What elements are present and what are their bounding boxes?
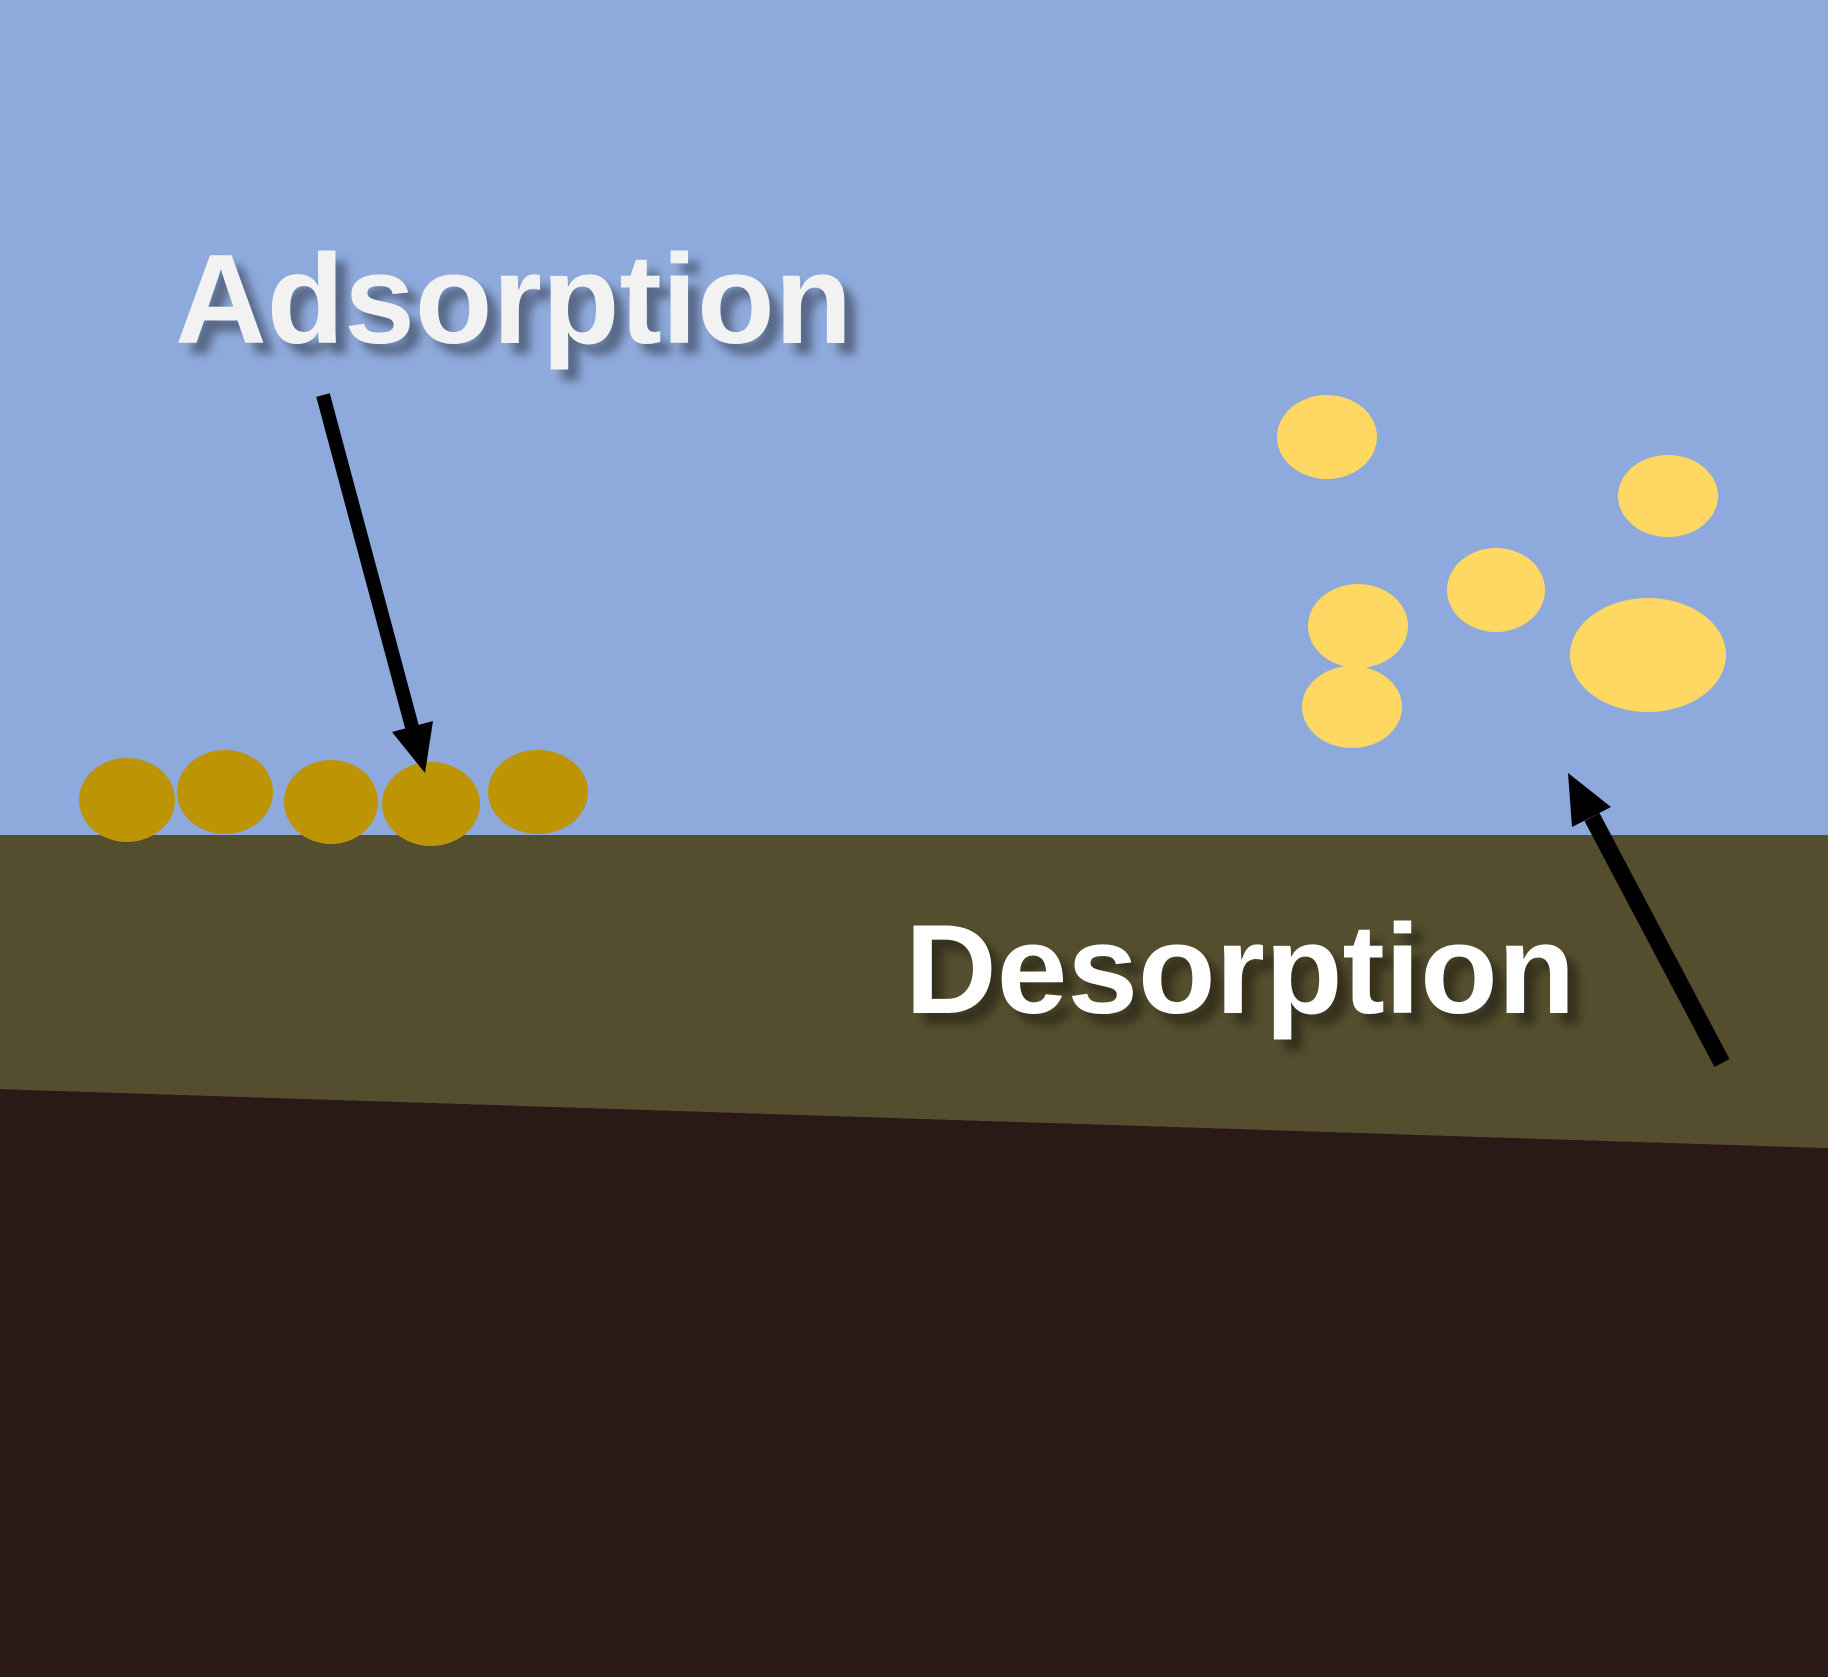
adsorption-label: Adsorption — [175, 228, 853, 370]
desorption-arrow-head — [1568, 773, 1611, 827]
desorbed-molecule — [1308, 584, 1408, 668]
sky-background — [0, 0, 1828, 835]
desorption-arrow-shaft — [1584, 813, 1730, 1067]
desorbed-molecule — [1570, 598, 1726, 712]
desorbed-molecule — [1302, 666, 1402, 748]
desorbed-molecule — [1277, 395, 1377, 479]
adsorbed-molecule — [177, 750, 273, 834]
desorbed-molecule — [1447, 548, 1545, 632]
adsorbed-molecule — [284, 760, 378, 844]
adsorption-arrow-head — [392, 721, 433, 773]
adsorbed-molecule — [382, 762, 480, 846]
adsorption-arrow-shaft — [316, 393, 419, 729]
adsorbed-molecule — [488, 750, 588, 834]
surface-layer — [0, 835, 1828, 1148]
substrate-layer — [0, 1089, 1828, 1677]
desorption-label: Desorption — [905, 898, 1576, 1040]
adsorbed-molecule — [79, 758, 175, 842]
desorbed-molecule — [1618, 455, 1718, 537]
